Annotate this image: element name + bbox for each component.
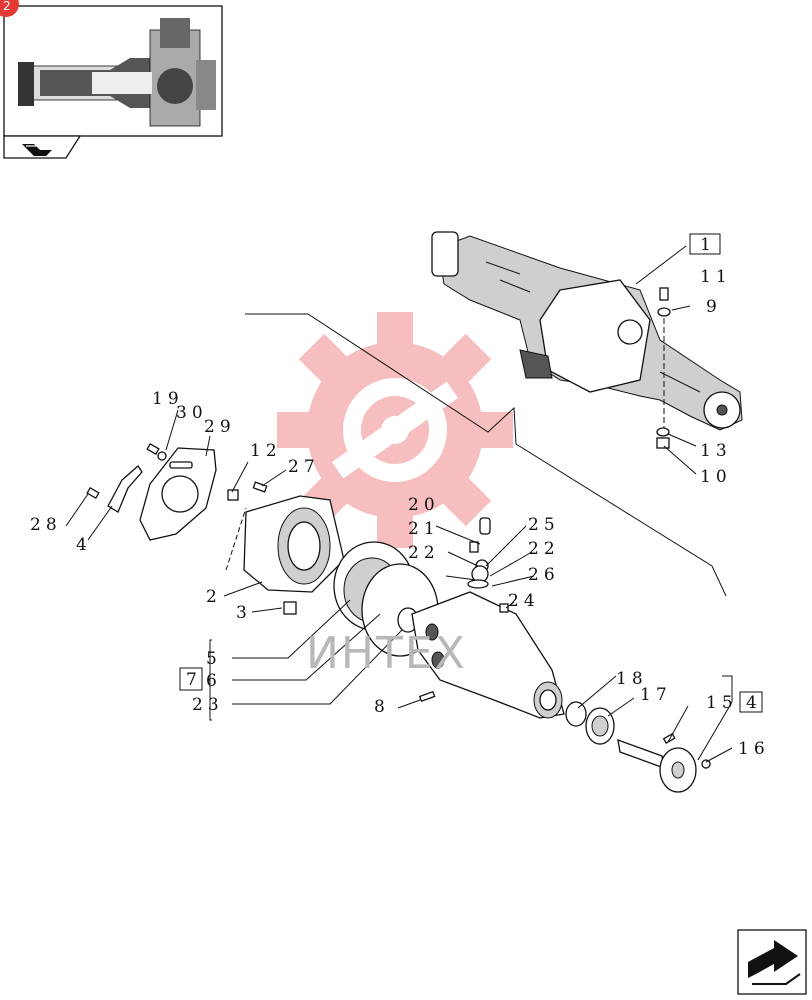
- bearing-18: [565, 701, 587, 727]
- watermark-text: ИНТЕХ: [306, 628, 467, 679]
- callout-2: 2: [206, 587, 222, 607]
- callout-18: 18: [616, 669, 648, 689]
- callout-11: 11: [700, 267, 732, 287]
- callout-labels: 11 9 13 10 19 30 29 12 27 28 4 2 3 20 21…: [30, 267, 770, 759]
- callout-21: 21: [408, 519, 440, 539]
- bolt-28: [86, 487, 100, 499]
- page-forward-icon[interactable]: [737, 929, 807, 995]
- housing-2: [225, 495, 345, 593]
- plate-29: [139, 447, 217, 541]
- page-back-icon[interactable]: [22, 144, 52, 156]
- callout-28: 28: [30, 515, 62, 535]
- plug-24: [499, 603, 509, 613]
- stud-15: [662, 732, 676, 744]
- plug-12: [227, 489, 239, 501]
- nut-16: [701, 759, 711, 769]
- fitting-21: [469, 541, 479, 553]
- callout-27: 27: [288, 457, 320, 477]
- axle-housing-8: [411, 591, 565, 719]
- seal-17: [585, 707, 615, 745]
- callout-24: 24: [508, 591, 540, 611]
- svg-text:1: 1: [700, 235, 711, 255]
- gear-logo-icon: [277, 312, 513, 548]
- callout-30: 30: [176, 403, 208, 423]
- boxed-callout-1: 1: [689, 233, 721, 255]
- axle-assembly: [431, 231, 743, 431]
- callout-4: 4: [76, 535, 92, 555]
- breather-20: [479, 517, 491, 535]
- callout-17: 17: [640, 685, 672, 705]
- svg-text:4: 4: [746, 693, 757, 713]
- cap-3: [283, 601, 297, 615]
- callout-16: 16: [738, 739, 770, 759]
- callout-13: 13: [700, 441, 732, 461]
- washer-30: [157, 451, 167, 461]
- guide-lines: [245, 313, 727, 597]
- shaft-flange: [617, 739, 697, 793]
- o-ring-26: [467, 579, 489, 589]
- callout-12: 12: [250, 441, 282, 461]
- boxed-callout-7: 7: [179, 667, 203, 691]
- callout-26: 26: [528, 565, 560, 585]
- callout-3: 3: [236, 603, 252, 623]
- callout-20: 20: [408, 495, 440, 515]
- bolt-19: [146, 443, 160, 455]
- boxed-callout-4: 4: [739, 691, 763, 713]
- callout-29: 29: [204, 417, 236, 437]
- page-badge-text: 2: [3, 0, 11, 13]
- washer-13: [656, 427, 670, 437]
- callout-15: 15: [706, 693, 738, 713]
- callout-19: 19: [152, 389, 184, 409]
- callout-22-right: 22: [528, 539, 560, 559]
- leader-lines: [65, 245, 733, 763]
- bolt-8: [418, 690, 436, 703]
- bolt-27: [252, 481, 268, 493]
- callout-23: 23: [192, 695, 224, 715]
- bolt-11: [659, 287, 669, 301]
- svg-text:7: 7: [186, 670, 197, 690]
- callout-5: 5: [206, 649, 222, 669]
- thumbnail-panel[interactable]: [3, 5, 223, 159]
- bracket-4: [107, 465, 143, 513]
- nut-10: [656, 437, 670, 449]
- thumbnail-axle-image: [18, 18, 216, 127]
- callout-8: 8: [374, 697, 390, 717]
- callout-6: 6: [206, 671, 222, 691]
- callout-9: 9: [706, 297, 722, 317]
- callout-22-left: 22: [408, 543, 440, 563]
- washer-9: [657, 307, 671, 317]
- page-badge: 2: [0, 0, 19, 17]
- callout-25: 25: [528, 515, 560, 535]
- callout-10: 10: [700, 467, 732, 487]
